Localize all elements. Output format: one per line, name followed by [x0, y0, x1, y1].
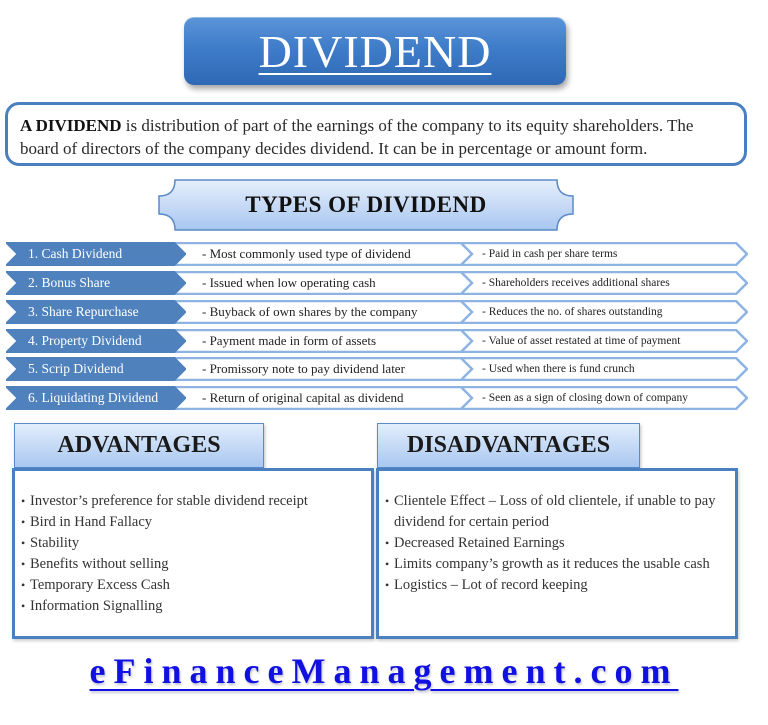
- disadvantage-item: Logistics – Lot of record keeping: [385, 575, 727, 596]
- advantage-item: Stability: [21, 533, 363, 554]
- type-note: - Paid in cash per share terms: [482, 248, 618, 260]
- type-name: 5. Scrip Dividend: [28, 361, 124, 376]
- advantages-heading: ADVANTAGES: [57, 432, 221, 458]
- advantages-heading-tab: ADVANTAGES: [14, 423, 264, 468]
- type-name: 1. Cash Dividend: [28, 246, 123, 261]
- type-description-chevron: - Buyback of own shares by the company: [172, 300, 492, 324]
- type-name: 2. Bonus Share: [28, 275, 111, 290]
- disadvantages-box: Clientele Effect – Loss of old clientele…: [376, 468, 738, 639]
- advantage-item: Benefits without selling: [21, 554, 363, 575]
- type-row: - Promissory note to pay dividend later -…: [0, 357, 768, 381]
- type-note: - Used when there is fund crunch: [482, 363, 635, 375]
- type-row: - Buyback of own shares by the company - …: [0, 300, 768, 324]
- type-name-chevron: 4. Property Dividend: [6, 329, 186, 353]
- types-heading: TYPES OF DIVIDEND: [245, 192, 487, 217]
- advantage-item: Information Signalling: [21, 596, 363, 617]
- definition-box: A DIVIDEND is distribution of part of th…: [5, 102, 747, 166]
- disadvantage-item: Clientele Effect – Loss of old clientele…: [385, 491, 727, 533]
- advantages-list: Investor’s preference for stable dividen…: [21, 491, 363, 617]
- type-name-chevron: 5. Scrip Dividend: [6, 357, 186, 381]
- type-name: 3. Share Repurchase: [28, 304, 139, 319]
- type-note-chevron: - Seen as a sign of closing down of comp…: [460, 386, 748, 410]
- type-note-chevron: - Value of asset restated at time of pay…: [460, 329, 748, 353]
- types-heading-banner: TYPES OF DIVIDEND: [157, 178, 575, 232]
- type-note: - Value of asset restated at time of pay…: [482, 335, 681, 347]
- type-description-chevron: - Return of original capital as dividend: [172, 386, 492, 410]
- definition-text: is distribution of part of the earnings …: [20, 116, 694, 158]
- advantage-item: Bird in Hand Fallacy: [21, 512, 363, 533]
- type-description-chevron: - Payment made in form of assets: [172, 329, 492, 353]
- type-row: - Most commonly used type of dividend - P…: [0, 242, 768, 266]
- page-title: DIVIDEND: [258, 25, 492, 77]
- site-link[interactable]: eFinanceManagement.com: [89, 651, 679, 691]
- type-note-chevron: - Reduces the no. of shares outstanding: [460, 300, 748, 324]
- type-name-chevron: 2. Bonus Share: [6, 271, 186, 295]
- type-name: 6. Liquidating Dividend: [28, 390, 159, 405]
- type-description: - Payment made in form of assets: [202, 333, 377, 348]
- advantages-box: Investor’s preference for stable dividen…: [12, 468, 374, 639]
- advantage-item: Investor’s preference for stable dividen…: [21, 491, 363, 512]
- disadvantages-list: Clientele Effect – Loss of old clientele…: [385, 491, 727, 596]
- disadvantages-heading-tab: DISADVANTAGES: [377, 423, 640, 468]
- footer: eFinanceManagement.com: [0, 650, 768, 692]
- type-row: - Payment made in form of assets - Value …: [0, 329, 768, 353]
- type-description: - Buyback of own shares by the company: [202, 304, 418, 319]
- definition-term: A DIVIDEND: [20, 116, 122, 135]
- type-row: - Return of original capital as dividend…: [0, 386, 768, 410]
- type-name-chevron: 6. Liquidating Dividend: [6, 386, 186, 410]
- type-description: - Most commonly used type of dividend: [202, 246, 411, 261]
- type-note-chevron: - Used when there is fund crunch: [460, 357, 748, 381]
- type-description: - Issued when low operating cash: [202, 275, 376, 290]
- type-row: - Issued when low operating cash - Shareh…: [0, 271, 768, 295]
- type-note-chevron: - Shareholders receives additional share…: [460, 271, 748, 295]
- type-note: - Seen as a sign of closing down of comp…: [482, 392, 689, 404]
- type-name-chevron: 3. Share Repurchase: [6, 300, 186, 324]
- type-description-chevron: - Issued when low operating cash: [172, 271, 492, 295]
- type-note: - Shareholders receives additional share…: [482, 277, 670, 289]
- type-description-chevron: - Promissory note to pay dividend later: [172, 357, 492, 381]
- type-name-chevron: 1. Cash Dividend: [6, 242, 186, 266]
- advantage-item: Temporary Excess Cash: [21, 575, 363, 596]
- type-description: - Promissory note to pay dividend later: [202, 361, 405, 376]
- type-description: - Return of original capital as dividend: [202, 390, 404, 405]
- disadvantage-item: Decreased Retained Earnings: [385, 533, 727, 554]
- type-description-chevron: - Most commonly used type of dividend: [172, 242, 492, 266]
- type-name: 4. Property Dividend: [28, 333, 142, 348]
- disadvantage-item: Limits company’s growth as it reduces th…: [385, 554, 727, 575]
- disadvantages-heading: DISADVANTAGES: [406, 432, 611, 458]
- title-banner: DIVIDEND: [184, 17, 566, 85]
- type-note-chevron: - Paid in cash per share terms: [460, 242, 748, 266]
- type-note: - Reduces the no. of shares outstanding: [482, 306, 663, 318]
